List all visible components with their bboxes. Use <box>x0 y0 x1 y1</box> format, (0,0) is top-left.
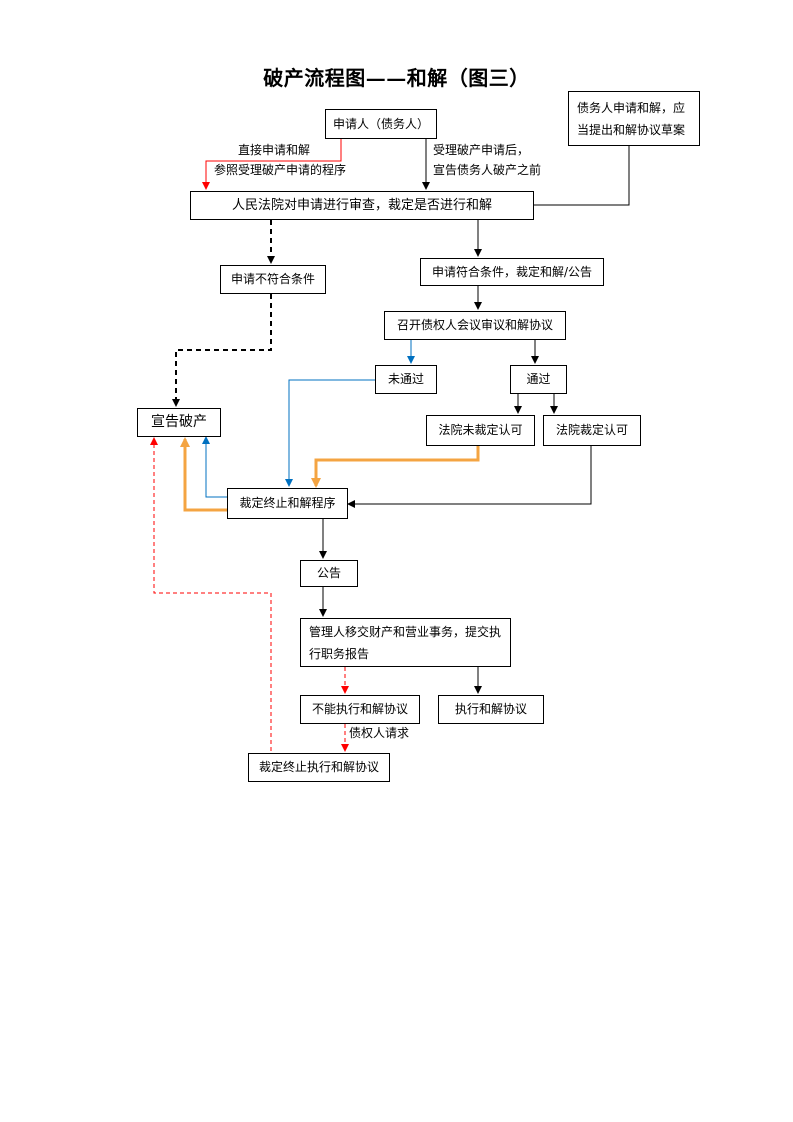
node-execute-agreement: 执行和解协议 <box>438 695 544 724</box>
edge-terminate-to-bankruptcy-blue <box>202 436 227 498</box>
node-debtor-note: 债务人申请和解，应当提出和解协议草案 <box>568 91 700 146</box>
node-court-not-approve: 法院未裁定认可 <box>426 415 535 446</box>
node-terminate-procedure: 裁定终止和解程序 <box>227 488 348 519</box>
label-after-accept-1: 受理破产申请后， <box>433 143 530 157</box>
edge-terminate-to-bankruptcy-orange <box>180 437 227 512</box>
edge-direct-apply <box>202 139 342 190</box>
label-after-accept-2: 宣告债务人破产之前 <box>433 163 542 177</box>
edge-terminate-execution-to-bankruptcy <box>150 437 272 751</box>
edge-not-approve-to-terminate <box>311 446 480 488</box>
node-not-qualified: 申请不符合条件 <box>220 265 326 294</box>
label-creditor-request: 债权人请求 <box>349 726 410 740</box>
node-court-review: 人民法院对申请进行审查，裁定是否进行和解 <box>190 191 534 220</box>
node-creditor-meeting: 召开债权人会议审议和解协议 <box>384 311 566 340</box>
page-title: 破产流程图——和解（图三） <box>263 66 530 90</box>
edge-approve-to-terminate <box>347 446 592 508</box>
node-passed: 通过 <box>510 365 567 394</box>
node-qualified: 申请符合条件，裁定和解/公告 <box>420 258 604 286</box>
node-applicant: 申请人（债务人） <box>325 109 437 139</box>
node-announcement: 公告 <box>300 560 358 587</box>
node-declare-bankruptcy: 宣告破产 <box>137 408 221 437</box>
node-terminate-execution: 裁定终止执行和解协议 <box>248 753 390 782</box>
edge-rejected-to-terminate <box>285 379 375 487</box>
node-rejected: 未通过 <box>375 365 437 394</box>
node-court-approve: 法院裁定认可 <box>543 415 641 446</box>
label-direct-apply-1: 直接申请和解 <box>238 143 311 157</box>
node-cannot-execute: 不能执行和解协议 <box>300 695 420 724</box>
node-administrator-handover: 管理人移交财产和营业事务，提交执行职务报告 <box>300 618 511 667</box>
edge-debtor-note <box>534 146 630 206</box>
label-direct-apply-2: 参照受理破产申请的程序 <box>214 163 347 177</box>
edge-not-qualified-to-bankruptcy <box>172 294 272 407</box>
